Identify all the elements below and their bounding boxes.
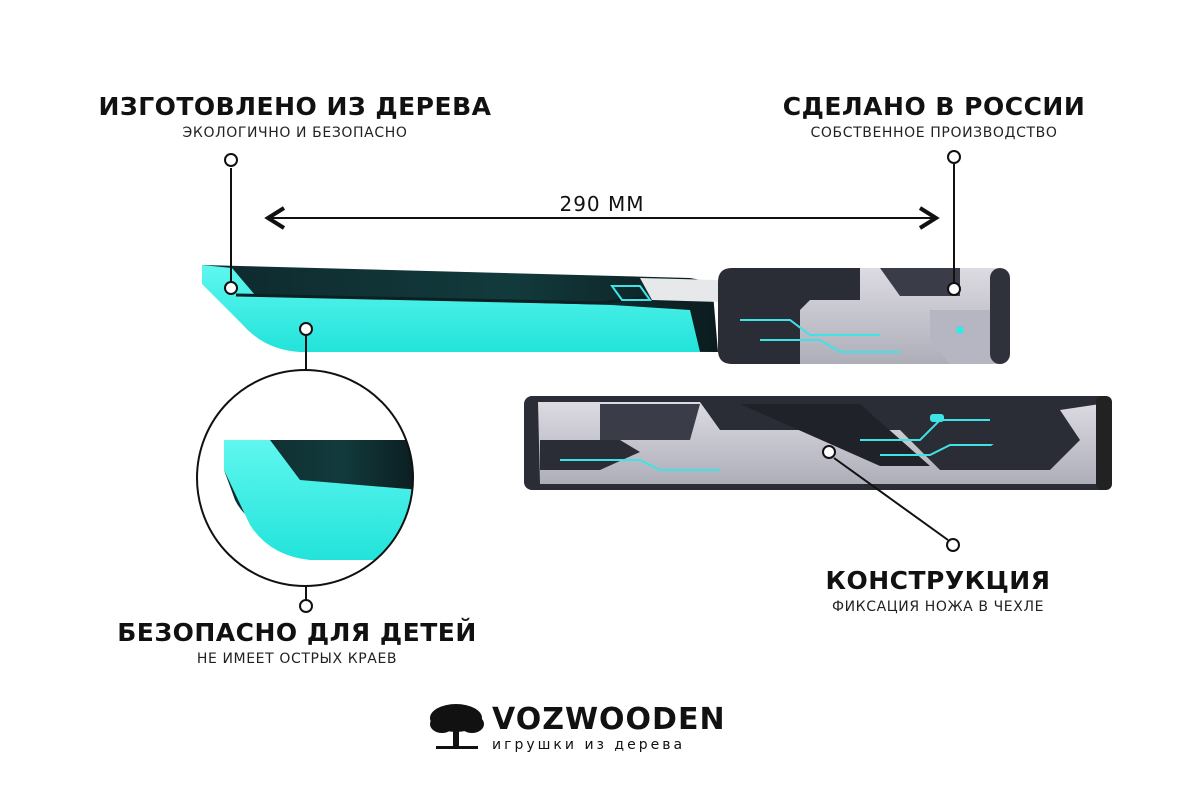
callout-dot [822,445,836,459]
callout-construction: КОНСТРУКЦИЯ ФИКСАЦИЯ НОЖА В ЧЕХЛЕ [826,566,1051,615]
callout-title: СДЕЛАНО В РОССИИ [782,92,1086,121]
callout-wood: ИЗГОТОВЛЕНО ИЗ ДЕРЕВА ЭКОЛОГИЧНО И БЕЗОП… [99,92,492,141]
knife-blade [202,265,720,352]
callout-children: БЕЗОПАСНО ДЛЯ ДЕТЕЙ НЕ ИМЕЕТ ОСТРЫХ КРАЕ… [117,618,477,667]
brand-tagline: игрушки из дерева [492,737,686,753]
callout-dot [947,282,961,296]
callout-title: КОНСТРУКЦИЯ [825,566,1051,595]
callout-dot [299,599,313,613]
callout-subtitle: ФИКСАЦИЯ НОЖА В ЧЕХЛЕ [831,599,1045,615]
callout-subtitle: ЭКОЛОГИЧНО И БЕЗОПАСНО [182,125,408,141]
brand-name: VOZWOODEN [492,702,726,737]
callout-dot [946,538,960,552]
knife-sheath [524,396,1112,490]
callout-dot [947,150,961,164]
callout-subtitle: СОБСТВЕННОЕ ПРОИЗВОДСТВО [810,125,1058,141]
knife-handle [718,268,1010,364]
tree-icon [430,704,484,749]
callout-title: ИЗГОТОВЛЕНО ИЗ ДЕРЕВА [98,92,492,121]
zoom-detail [197,370,413,586]
callout-russia: СДЕЛАНО В РОССИИ СОБСТВЕННОЕ ПРОИЗВОДСТВ… [783,92,1086,141]
callout-dot [299,322,313,336]
callout-dot [224,153,238,167]
callout-subtitle: НЕ ИМЕЕТ ОСТРЫХ КРАЕВ [196,651,398,667]
callout-title: БЕЗОПАСНО ДЛЯ ДЕТЕЙ [117,618,477,647]
callout-dot [224,281,238,295]
dimension-label: 290 ММ [559,192,645,216]
brand-logo: VOZWOODEN игрушки из дерева [492,702,726,753]
